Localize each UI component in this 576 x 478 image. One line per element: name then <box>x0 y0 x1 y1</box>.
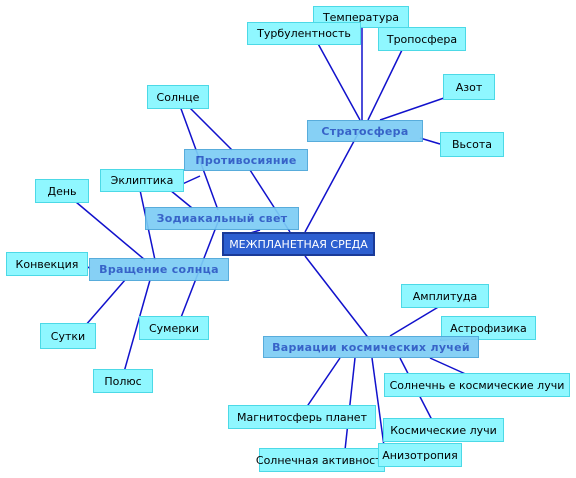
node-troposphere[interactable]: Тропосфера <box>378 27 466 51</box>
node-pole[interactable]: Полюс <box>93 369 153 393</box>
node-altitude[interactable]: Вьсота <box>440 132 504 157</box>
edge-cosmic-magneto <box>305 357 341 409</box>
edge-center-stratosphere <box>304 129 361 233</box>
node-cosmic-ray-variations[interactable]: Вариации космических лучей <box>263 336 479 358</box>
edge-sun-counterglow <box>189 107 233 151</box>
edge-day-rotation <box>75 201 146 261</box>
node-turbulence[interactable]: Турбулентность <box>247 22 361 45</box>
edge-cosmic-solaractivity <box>344 357 356 451</box>
node-sun[interactable]: Солнце <box>147 85 209 109</box>
node-center-interplanetary-medium[interactable]: МЕЖПЛАНЕТНАЯ СРЕДА <box>222 232 375 256</box>
node-ecliptic[interactable]: Эклиптика <box>100 169 184 192</box>
node-anisotropy[interactable]: Анизотропия <box>378 443 462 467</box>
node-planet-magnetospheres[interactable]: Магнитосферь планет <box>228 405 376 429</box>
node-day[interactable]: День <box>35 179 89 203</box>
edge-strat-troposphere <box>367 49 403 121</box>
node-stratosphere[interactable]: Стратосфера <box>307 120 423 142</box>
node-twilight[interactable]: Сумерки <box>139 316 209 340</box>
node-cosmic-rays[interactable]: Космические лучи <box>383 418 504 442</box>
edge-strat-turbulence <box>315 39 361 121</box>
edge-strat-nitrogen <box>379 97 445 121</box>
node-days24[interactable]: Сутки <box>40 323 96 349</box>
edge-rotation-days <box>84 279 126 327</box>
edge-cosmic-amplitude <box>389 305 441 337</box>
node-solar-activity[interactable]: Солнечная активность <box>256 448 388 472</box>
node-solar-cosmic-rays[interactable]: Солнечнь е космические лучи <box>384 373 570 397</box>
edge-center-cosmic <box>304 255 371 341</box>
node-zodiacal-light[interactable]: Зодиакальный свет <box>145 207 299 230</box>
node-sun-rotation[interactable]: Вращение солнца <box>89 258 229 281</box>
edge-rotation-pole <box>123 279 151 373</box>
node-counterglow[interactable]: Противосияние <box>184 149 308 171</box>
node-nitrogen[interactable]: Азот <box>443 74 495 100</box>
node-amplitude[interactable]: Амплитуда <box>401 284 489 308</box>
edge-ecliptic-zodiacal <box>169 189 193 209</box>
edge-cosmic-anisotropy <box>371 357 385 447</box>
node-convection[interactable]: Конвекция <box>6 252 88 276</box>
edge-strat-altitude <box>419 137 441 145</box>
